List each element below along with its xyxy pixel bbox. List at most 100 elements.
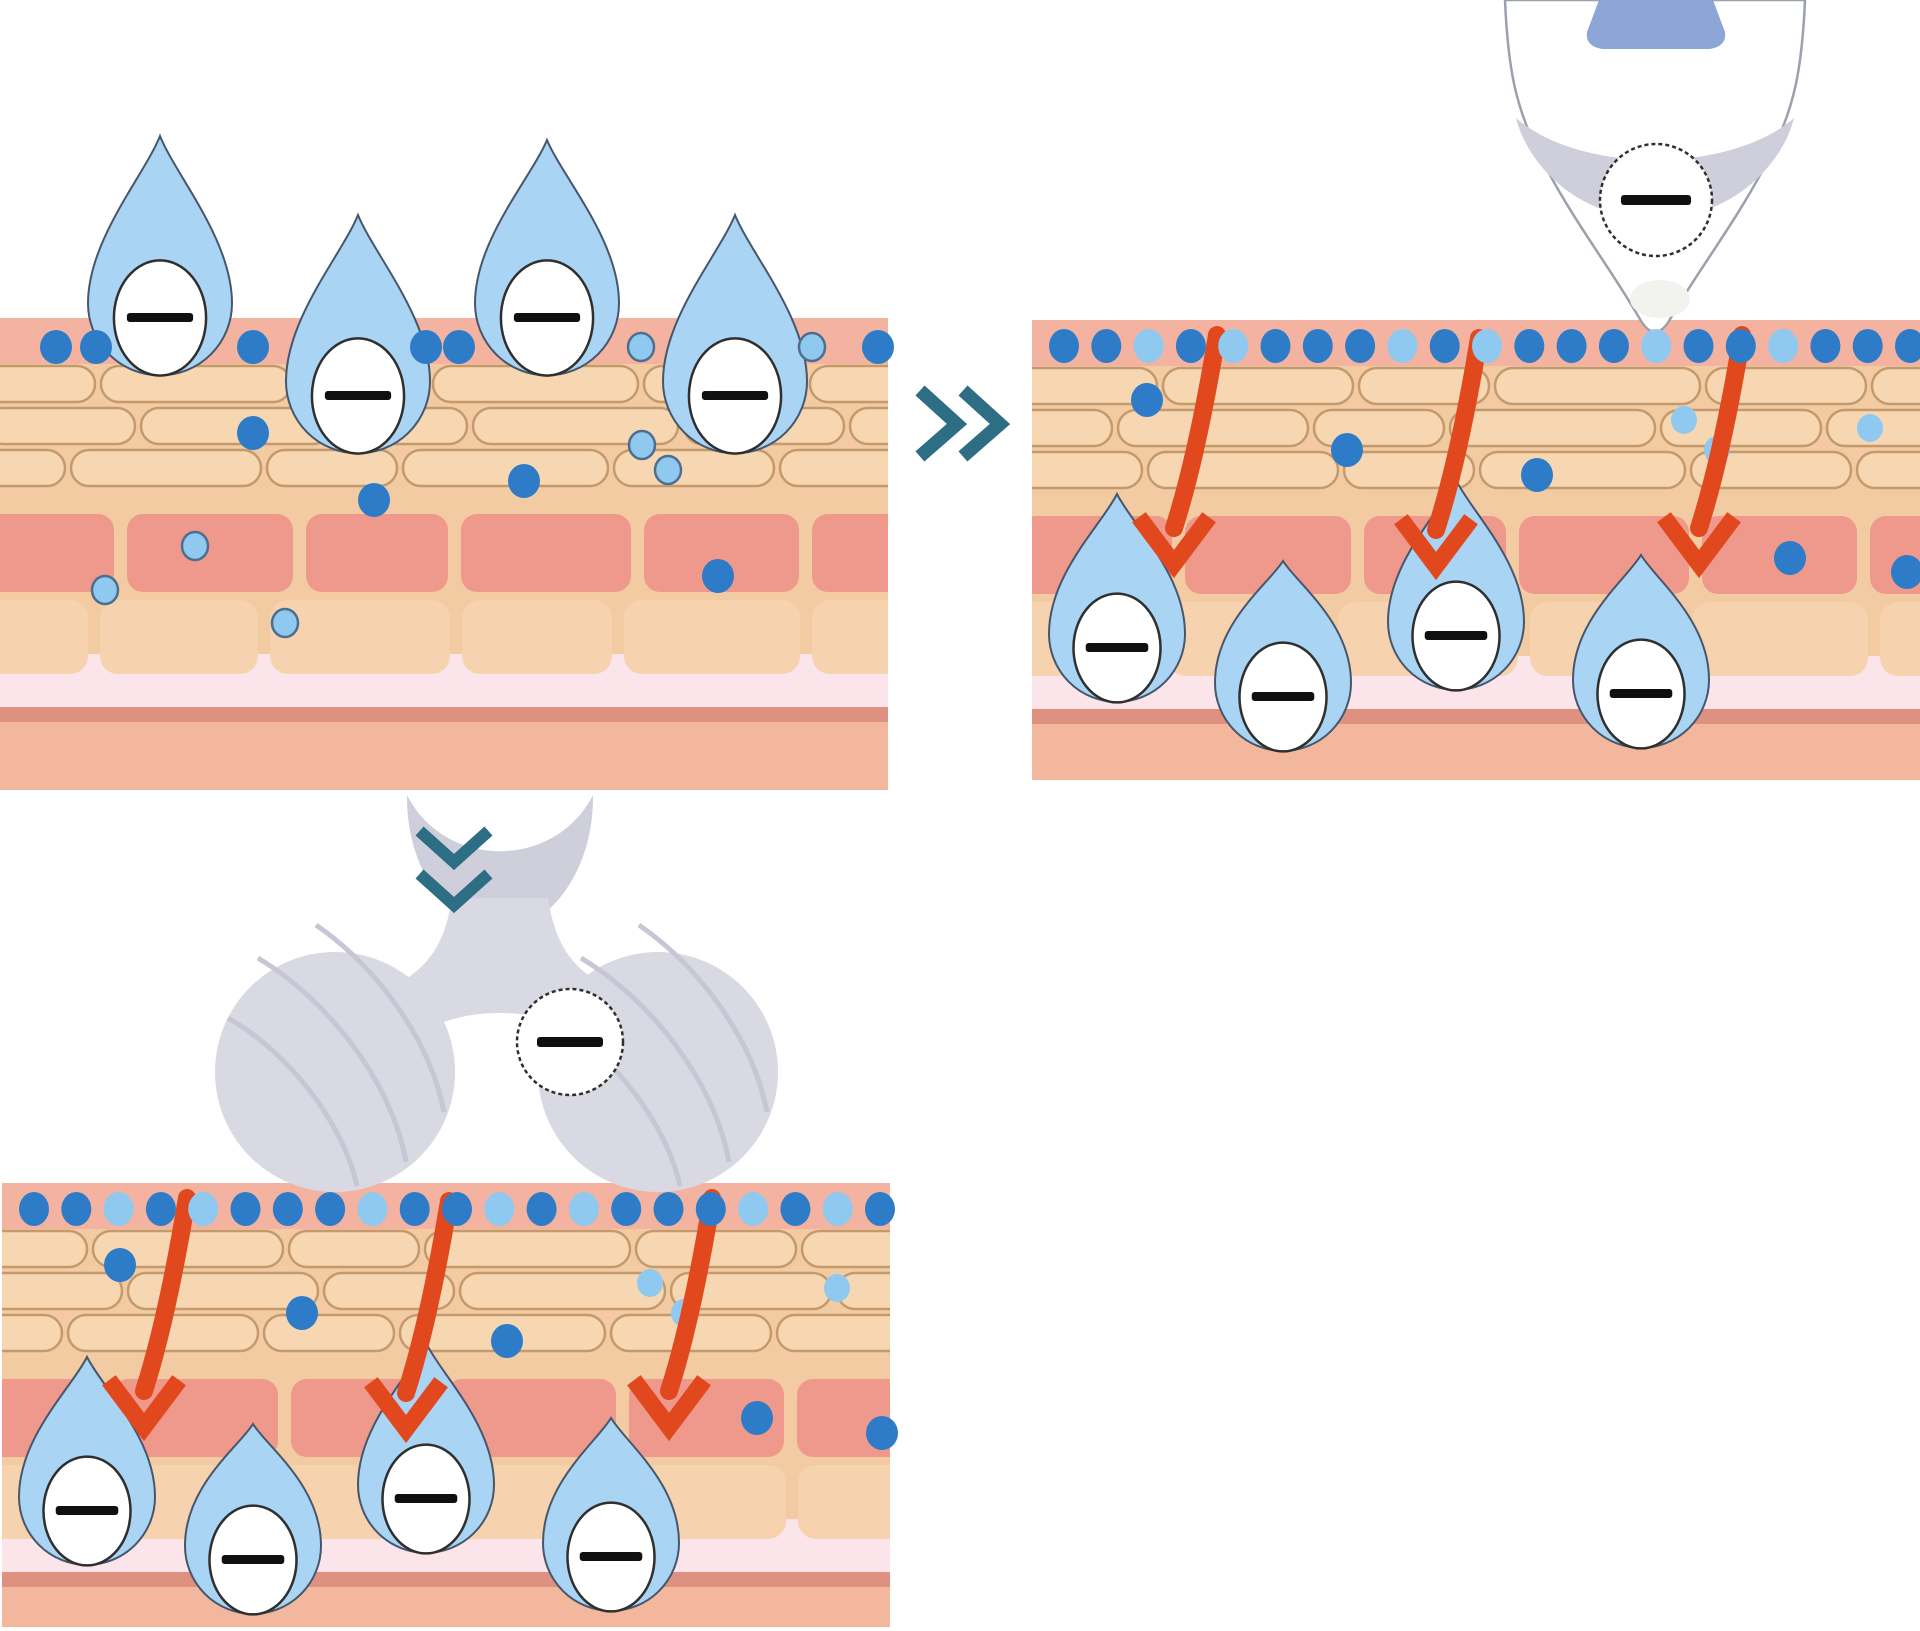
dermis-band [2, 1587, 890, 1627]
ion-dot-light [1671, 406, 1697, 434]
chevron-right-icon [958, 385, 1011, 462]
ion-dot-dark [702, 559, 734, 593]
minus-icon [1085, 643, 1149, 652]
ion-dot-light [822, 1192, 853, 1226]
penetration-arrow-shaft [1165, 326, 1226, 537]
roller-ball-groove [314, 922, 447, 1113]
corneocyte-cell [1870, 366, 1920, 406]
ion-dot-dark [104, 1248, 136, 1282]
ion-dot-light [1218, 329, 1249, 363]
spinous-cell [812, 600, 888, 674]
ion-dot-dark [1852, 329, 1883, 363]
ion-dot-dark [491, 1324, 523, 1358]
penetration-arrow-head [102, 1375, 186, 1442]
probe-tip-highlight [1630, 280, 1690, 318]
corneocyte-cell [808, 364, 888, 404]
spinous-cell [624, 600, 800, 674]
ion-dot-dark [653, 1192, 684, 1226]
ion-dot-dark [1302, 329, 1333, 363]
minus-icon [324, 391, 392, 400]
ion-dot-dark [1345, 329, 1376, 363]
panel-1-strata [0, 318, 888, 790]
ion-dot-light [653, 454, 683, 486]
corneocyte-cell [0, 448, 67, 488]
negative-ion-droplet [356, 1340, 496, 1555]
ion-dot-light [484, 1192, 515, 1226]
corneocyte-cell [2, 1313, 64, 1353]
ion-dot-light [1133, 329, 1164, 363]
ion-dot-light [180, 530, 210, 562]
corneocyte-cell [1659, 408, 1823, 448]
basement-membrane-strip [2, 1572, 890, 1587]
basement-membrane-strip [0, 707, 888, 722]
chevron-down-icon [415, 869, 493, 914]
ion-dot-dark [80, 330, 112, 364]
ion-dot-dark [1521, 458, 1553, 492]
roller-negative-electrode-badge [515, 987, 625, 1097]
ion-dot-dark [526, 1192, 557, 1226]
minus-icon [701, 391, 769, 400]
ion-dot-dark [272, 1192, 303, 1226]
ion-dot-dark [1774, 541, 1806, 575]
ion-dot-light [1768, 329, 1799, 363]
negative-ion-droplet [1213, 559, 1353, 753]
corneocyte-cell [69, 448, 263, 488]
granular-cell [446, 1379, 616, 1457]
roller-massager-device [215, 795, 778, 1192]
corneocyte-cell [1704, 366, 1868, 406]
corneocyte-cell [1855, 450, 1920, 490]
penetration-arrow-head [1657, 512, 1741, 579]
granular-cell [306, 514, 448, 592]
ion-dot-dark [1556, 329, 1587, 363]
ion-dot-dark [866, 1416, 898, 1450]
corneocyte-cell [1032, 366, 1159, 406]
negative-ion-droplet [284, 212, 432, 455]
corneocyte-cell [1161, 366, 1355, 406]
ion-dot-dark [611, 1192, 642, 1226]
spinous-cell [270, 600, 450, 674]
corneocyte-cell [612, 448, 776, 488]
corneocyte-cell [1146, 450, 1340, 490]
corneocyte-cell [458, 1271, 667, 1311]
corneocyte-cell [2, 1229, 89, 1269]
ion-dot-dark [1260, 329, 1291, 363]
ion-dot-dark [315, 1192, 346, 1226]
ion-dot-light [1387, 329, 1418, 363]
ion-dot-light [637, 1269, 663, 1297]
ion-dot-dark [1331, 433, 1363, 467]
spinous-cell [100, 600, 258, 674]
ion-dot-dark [741, 1401, 773, 1435]
corneocyte-cell [401, 448, 610, 488]
minus-icon [513, 313, 581, 322]
spinous-cell [1692, 602, 1868, 676]
corneocyte-cell [265, 448, 399, 488]
corneocyte-cell [0, 406, 137, 446]
spinous-cell [0, 600, 88, 674]
penetration-arrow-head [1394, 514, 1478, 581]
ion-dot-light [188, 1192, 219, 1226]
penetration-arrow-shaft [135, 1189, 196, 1400]
penetration-arrow-head [627, 1375, 711, 1442]
ion-dot-dark [61, 1192, 92, 1226]
ion-dot-light [824, 1274, 850, 1302]
roller-ball [215, 952, 455, 1192]
ion-dot-dark [695, 1192, 726, 1226]
roller-ball-left [215, 922, 455, 1192]
ion-dot-dark [508, 464, 540, 498]
ion-dot-dark [1725, 329, 1756, 363]
ion-dot-dark [286, 1296, 318, 1330]
minus-icon [1609, 689, 1673, 698]
ion-dot-dark [1131, 383, 1163, 417]
granular-cell [812, 514, 888, 592]
minus-icon [1621, 195, 1691, 205]
ion-dot-dark [1598, 329, 1629, 363]
basement-membrane-strip [1032, 709, 1920, 724]
ion-dot-dark [1810, 329, 1841, 363]
corneocyte-cell [1032, 408, 1114, 448]
granular-cell [0, 514, 114, 592]
corneocyte-cell [262, 1313, 396, 1353]
negative-ion-droplet [1386, 477, 1526, 692]
corneocyte-cell [800, 1229, 890, 1269]
spinous-cell [1880, 602, 1920, 676]
